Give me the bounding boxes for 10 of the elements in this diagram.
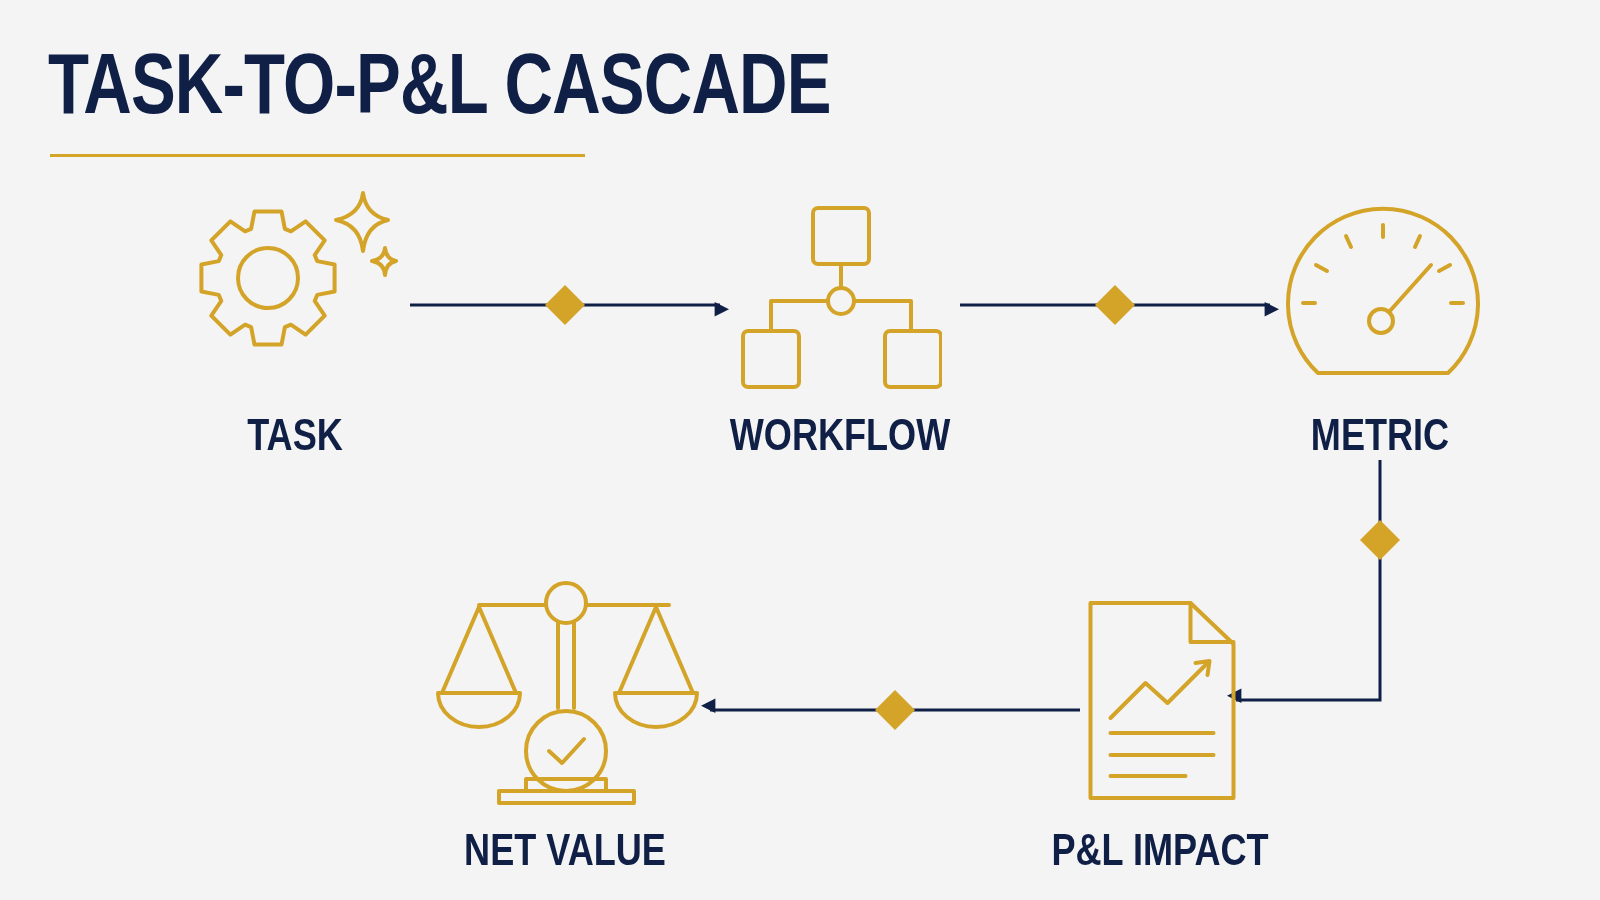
node-label: NET VALUE (464, 825, 666, 875)
node-label: TASK (247, 410, 343, 460)
node-label: P&L IMPACT (1051, 825, 1269, 875)
node-label: WORKFLOW (729, 410, 951, 460)
arrow (960, 285, 1279, 325)
title: TASK-TO-P&L CASCADE (48, 34, 831, 133)
arrow (701, 690, 1080, 730)
arrow (1227, 460, 1400, 703)
node-label: METRIC (1310, 410, 1450, 460)
arrow (410, 285, 729, 325)
